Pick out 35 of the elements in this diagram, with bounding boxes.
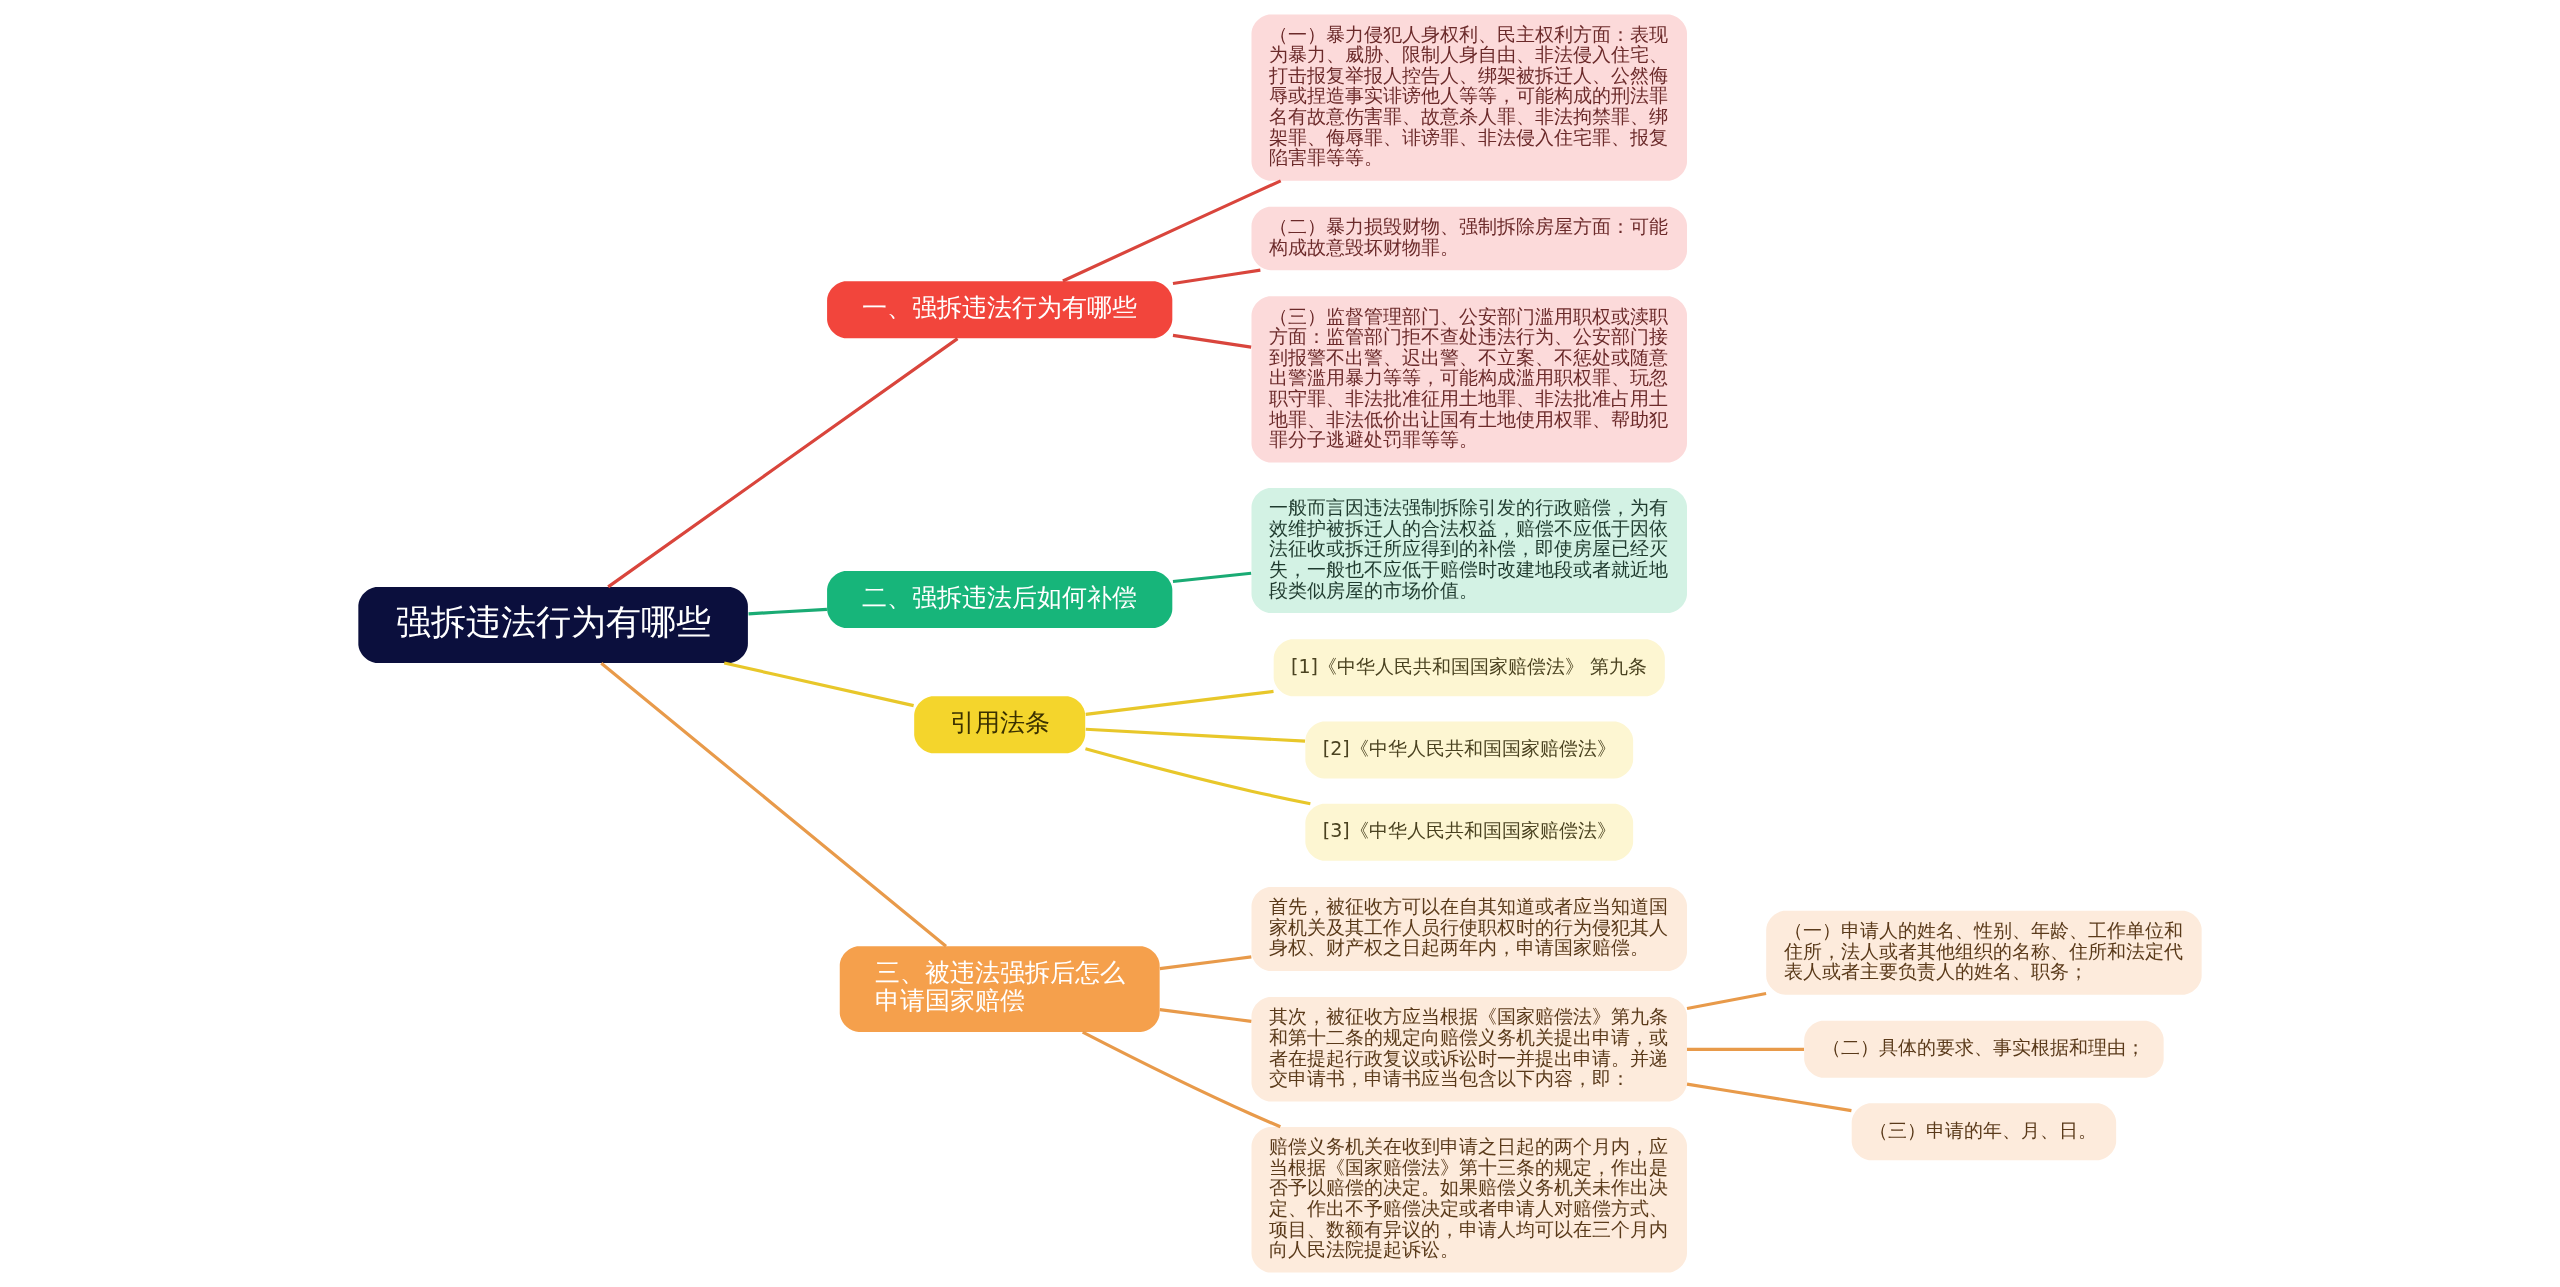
connector — [1159, 1008, 1252, 1023]
connector — [1085, 689, 1274, 716]
connector — [607, 337, 959, 589]
connector — [1172, 571, 1252, 584]
node-box: （二）具体的要求、事实根据和理由； — [1804, 1020, 2164, 1078]
node-box: [1]《中华人民共和国国家赔偿法》 第九条 — [1273, 639, 1665, 697]
connector — [1062, 179, 1282, 283]
node-box: 赔偿义务机关在收到申请之日起的两个月内，应当根据《国家赔偿法》第十三条的规定，作出是否予以赔偿的决定。如果赔偿义务机关未作出决定、作出不予赔偿决定或者申请人对赔偿方式、项目、数额有异议的，申请人均可以在三个月内向人民法院提起诉讼。 — [1251, 1126, 1687, 1273]
node-box: 强拆违法行为有哪些 — [358, 586, 748, 663]
node-box: [3]《中华人民共和国国家赔偿法》 — [1305, 803, 1634, 861]
connector — [1686, 1082, 1852, 1113]
connector — [1172, 333, 1252, 349]
node-box: （二）暴力损毁财物、强制拆除房屋方面：可能构成故意毁坏财物罪。 — [1251, 206, 1687, 271]
connector — [1159, 955, 1252, 971]
node-box: 一、强拆违法行为有哪些 — [827, 281, 1173, 339]
connector — [1085, 727, 1306, 743]
node-box: 首先，被征收方可以在自其知道或者应当知道国家机关及其工作人员行使职权时的行为侵犯其人身权、财产权之日起两年内，申请国家赔偿。 — [1251, 887, 1687, 971]
node-box: [2]《中华人民共和国国家赔偿法》 — [1305, 721, 1634, 779]
connector — [600, 661, 947, 948]
connector — [1081, 1030, 1281, 1129]
node-box: （三）监督管理部门、公安部门滥用职权或渎职方面：监管部门拒不查处违法行为、公安部门接到报警不出警、迟出警、不立案、不惩处或随意出警滥用暴力等等，可能构成滥用职权罪、玩忽职守罪、非法批准征用土地罪、非法批准占用土地罪、非法低价出让国有土地使用权罪、帮助犯罪分子逃避处罚罪等等。 — [1251, 296, 1687, 463]
node-box: （三）申请的年、月、日。 — [1851, 1103, 2117, 1161]
connector — [1172, 268, 1261, 286]
node-box: 三、被违法强拆后怎么申请国家赔偿 — [839, 946, 1160, 1032]
node-box: 其次，被征收方应当根据《国家赔偿法》第九条和第十二条的规定向赔偿义务机关提出申请，或者在提起行政复议或诉讼时一并提出申请。并递交申请书，申请书应当包含以下内容，即： — [1251, 997, 1687, 1102]
connector — [748, 607, 828, 616]
connector — [723, 661, 914, 708]
connector — [1687, 1047, 1804, 1051]
connector — [1686, 992, 1767, 1011]
node-box: 一般而言因违法强制拆除引发的行政赔偿，为有效维护被拆迁人的合法权益，赔偿不应低于因依法征收或拆迁所应得到的补偿，即使房屋已经灭失，一般也不应低于赔偿时改建地段或者就近地段类似房屋的市场价值。 — [1251, 487, 1687, 613]
connector — [1085, 747, 1311, 806]
node-box: 引用法条 — [914, 696, 1086, 754]
node-box: （一）申请人的姓名、性别、年龄、工作单位和住所，法人或者其他组织的名称、住所和法定代表人或者主要负责人的姓名、职务； — [1766, 910, 2202, 995]
node-box: 二、强拆违法后如何补偿 — [827, 571, 1173, 629]
node-box: （一）暴力侵犯人身权利、民主权利方面：表现为暴力、威胁、限制人身自由、非法侵入住宅、打击报复举报人控告人、绑架被拆迁人、公然侮辱或捏造事实诽谤他人等等，可能构成的刑法罪名有故意伤害罪、故意杀人罪、非法拘禁罪、绑架罪、侮辱罪、诽谤罪、非法侵入住宅罪、报复陷害罪等等。 — [1251, 14, 1687, 181]
